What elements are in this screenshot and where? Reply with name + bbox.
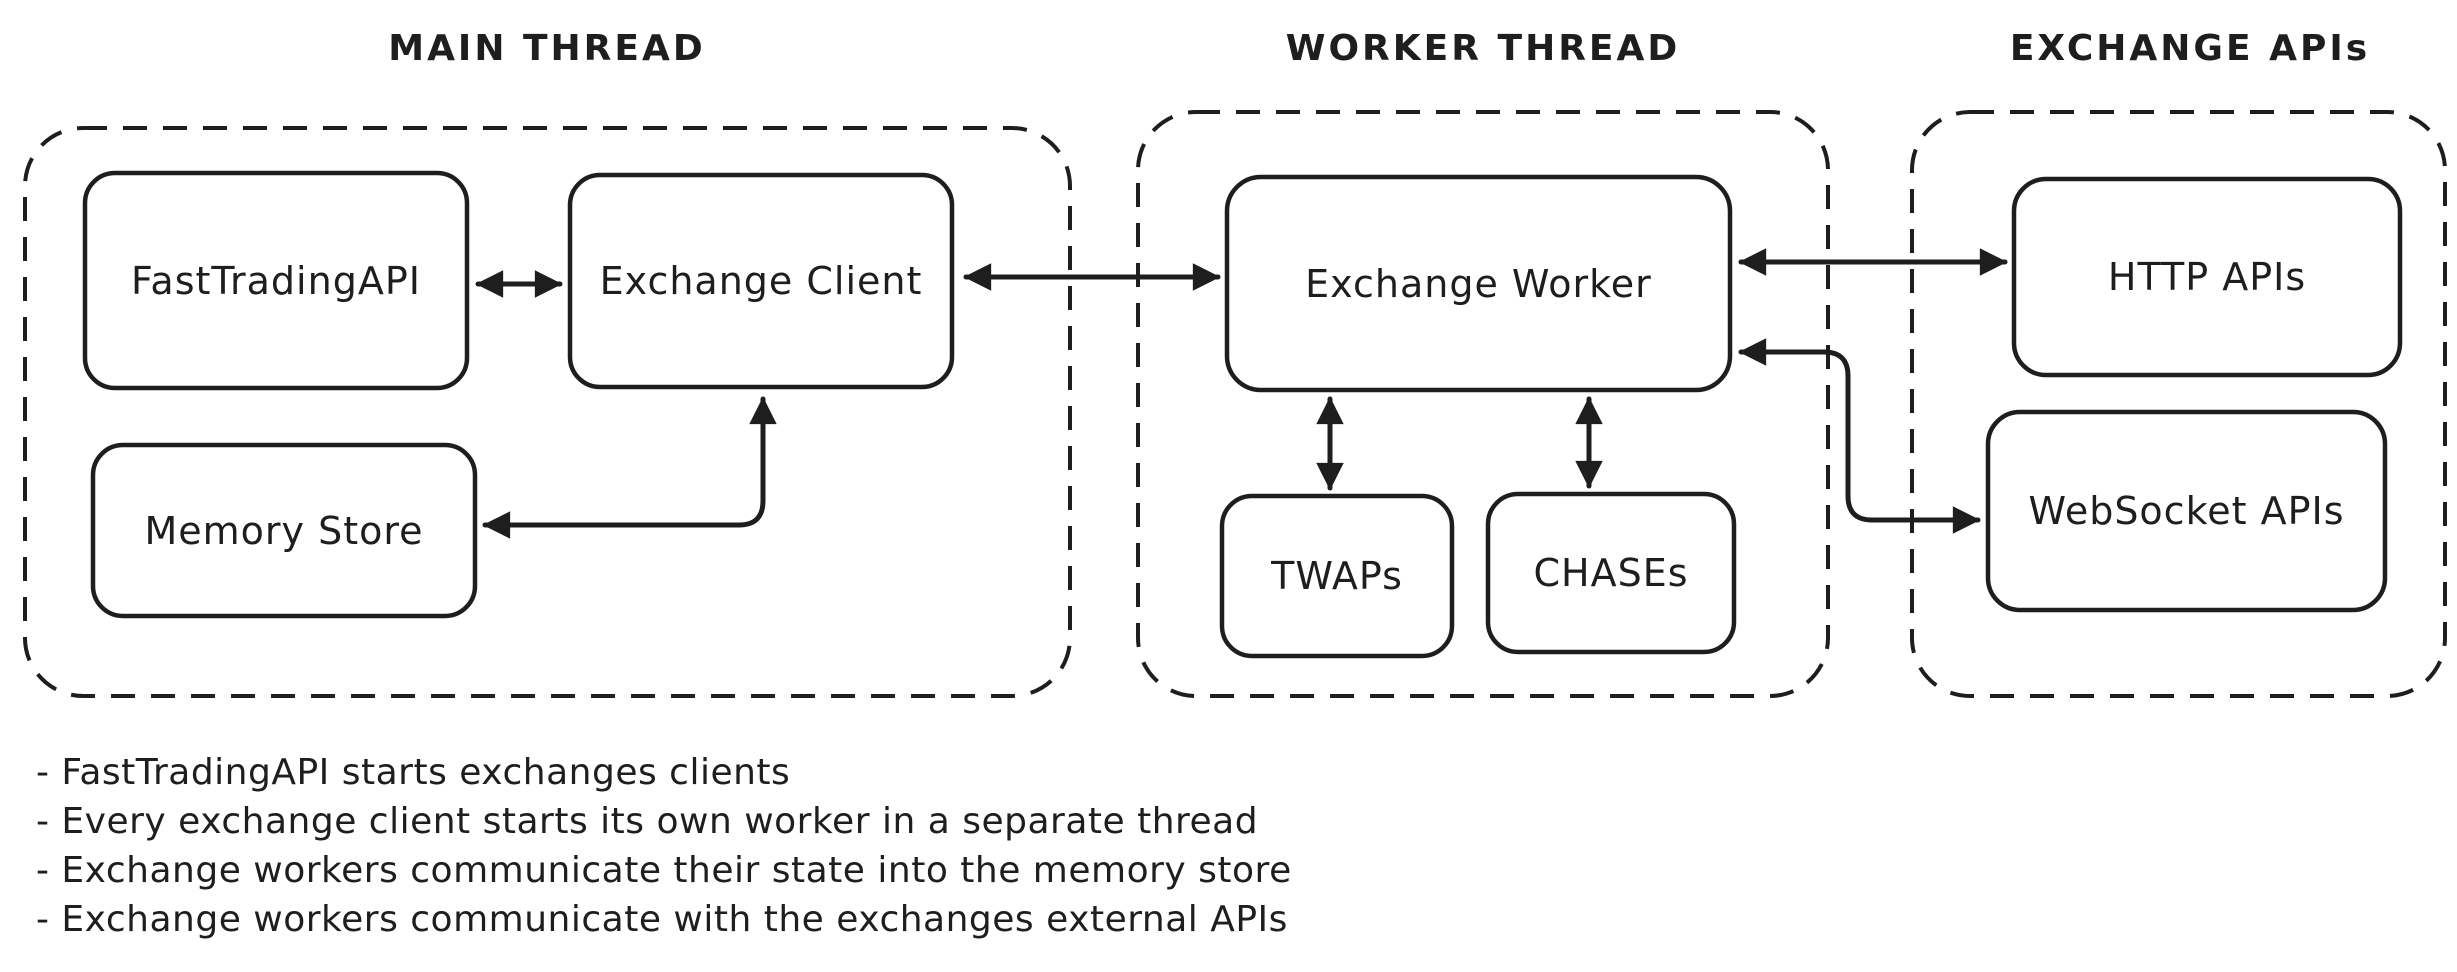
note-line-4: - Exchange workers communicate with the … (36, 899, 1288, 940)
http-apis-box (2011, 176, 2403, 378)
section-title-exchange-apis: EXCHANGE APIs (2009, 27, 2371, 69)
section-title-worker-thread: WORKER THREAD (1285, 27, 1681, 69)
arrow-exchangeclient-memorystore (482, 396, 777, 539)
websocket-apis-box (1985, 409, 2388, 613)
arrow-exchangeworker-websocketapis (1738, 338, 1981, 534)
note-line-3: - Exchange workers communicate their sta… (36, 850, 1292, 891)
note-line-2: - Every exchange client starts its own w… (36, 801, 1259, 842)
exchange-client-box (567, 172, 955, 390)
twaps-box (1219, 493, 1455, 659)
main-thread-container-outline (23, 126, 1072, 698)
exchange-worker-box (1224, 174, 1733, 393)
note-line-1: - FastTradingAPI starts exchanges client… (36, 752, 791, 793)
memory-store-box (90, 442, 478, 619)
section-title-main-thread: MAIN THREAD (388, 27, 706, 69)
chases-box (1485, 491, 1737, 655)
notes-list: - FastTradingAPI starts exchanges client… (36, 748, 1292, 944)
fasttradingapi-box (82, 170, 470, 391)
